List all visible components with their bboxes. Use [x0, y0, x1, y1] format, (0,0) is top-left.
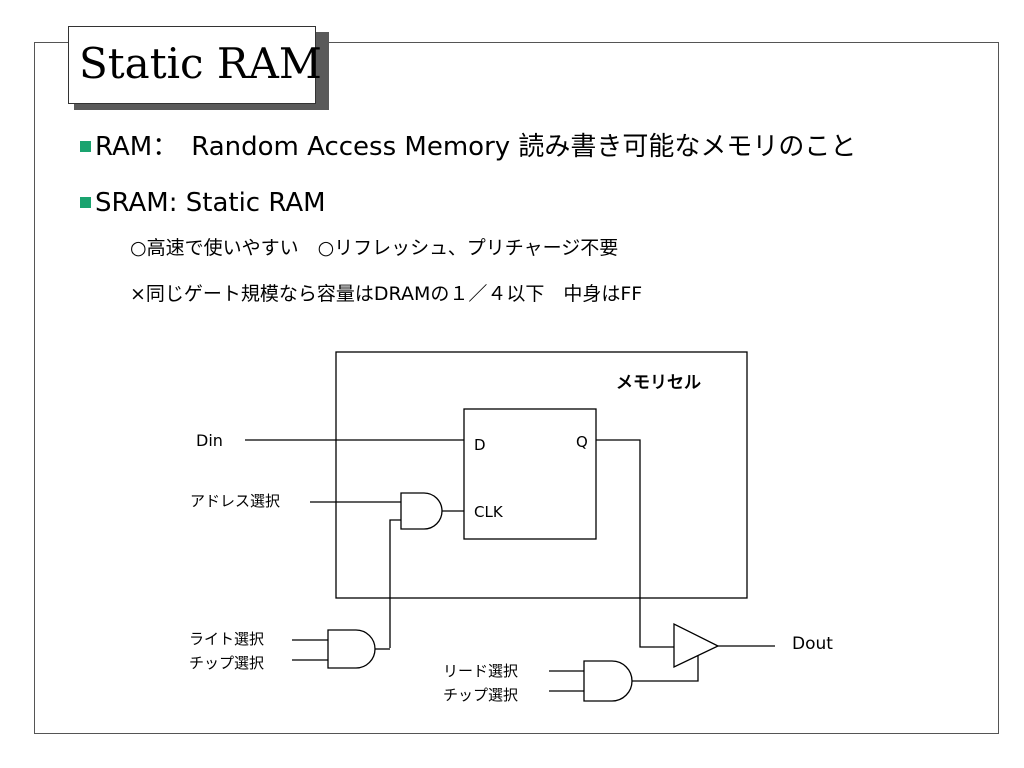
ff-clk-pin: CLK	[474, 503, 504, 521]
clk-and-gate	[400, 492, 443, 530]
sub-item-advantages: ○高速で使いやすい ○リフレッシュ、プリチャージ不要	[130, 237, 619, 259]
ff-d-pin: D	[474, 436, 486, 454]
read-and-gate	[583, 660, 633, 702]
output-enable-wire	[632, 656, 699, 682]
bullet-sram: SRAM: Static RAM	[80, 188, 326, 218]
q-output-wire	[596, 439, 674, 648]
square-bullet-icon	[80, 197, 91, 208]
memory-cell-box	[335, 351, 748, 599]
slide-frame	[34, 42, 999, 734]
bullet-sram-text: SRAM: Static RAM	[95, 188, 326, 218]
square-bullet-icon	[80, 141, 91, 152]
write-and-gate	[327, 629, 376, 669]
title-box: Static RAM	[68, 26, 322, 104]
dout-label: Dout	[792, 634, 833, 654]
chip-select-write-label: チップ選択	[189, 654, 264, 672]
write-select-label: ライト選択	[189, 630, 264, 648]
read-select-label: リード選択	[443, 662, 518, 680]
flip-flop-box	[463, 408, 597, 540]
bullet-ram: RAM： Random Access Memory 読み書き可能なメモリのこと	[80, 132, 856, 162]
bullet-ram-text: RAM： Random Access Memory 読み書き可能なメモリのこと	[95, 132, 857, 162]
slide-title: Static RAM	[79, 39, 322, 88]
ff-q-pin: Q	[576, 433, 588, 451]
address-select-label: アドレス選択	[190, 492, 280, 510]
tristate-buffer	[673, 622, 720, 669]
sub-item-disadvantages: ×同じゲート規模なら容量はDRAMの１／４以下 中身はFF	[130, 283, 643, 305]
memory-cell-label: メモリセル	[616, 373, 701, 393]
chip-select-read-label: チップ選択	[443, 686, 518, 704]
din-label: Din	[196, 431, 223, 450]
write-enable-wire	[389, 519, 401, 648]
